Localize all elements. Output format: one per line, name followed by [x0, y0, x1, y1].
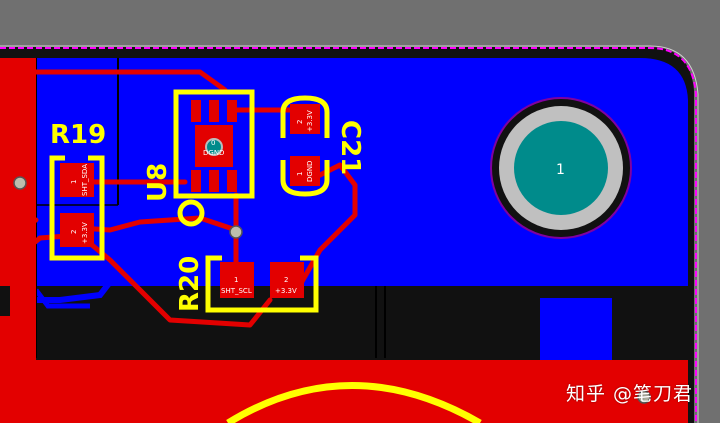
watermark: 知乎 @笔刀君 [566, 383, 694, 405]
r19-pad-1-net: SHT_SDA [81, 164, 89, 196]
c21-pad-2-net: +3.3V [306, 110, 314, 132]
resistor-r19[interactable]: R19 1 SHT_SDA 2 +3.3V [49, 120, 106, 261]
r20-designator: R20 [175, 256, 205, 312]
bottom-copper-trace [34, 288, 90, 309]
mounting-hole-drill[interactable] [514, 121, 608, 215]
r20-silk-outline [205, 255, 319, 313]
c21-pad-2-number: 2 [296, 120, 304, 124]
via[interactable] [13, 176, 27, 190]
c21-pad-2[interactable] [290, 104, 320, 134]
ic-u8[interactable]: U8 0 DGND [143, 89, 255, 227]
u8-pad-bottom-2[interactable] [209, 170, 219, 192]
top-copper-left-notch [0, 286, 10, 316]
board-edge-white [0, 45, 699, 423]
u8-thermal-via[interactable] [205, 138, 223, 156]
via[interactable] [637, 390, 651, 404]
c21-pad-1-net: DGND [306, 161, 314, 182]
c21-designator: C21 [335, 120, 365, 175]
bottom-copper-block [540, 298, 612, 360]
r19-pad-2[interactable] [60, 213, 94, 247]
u8-pad-top-1[interactable] [191, 100, 201, 122]
u8-pad-bottom-1[interactable] [191, 170, 201, 192]
r19-pad-2-number: 2 [70, 230, 78, 234]
silkscreen-arc [226, 382, 482, 423]
resistor-r20[interactable]: R20 1 SHT_SCL 2 +3.3V [175, 255, 319, 313]
u8-pad-top-2[interactable] [209, 100, 219, 122]
mounting-hole-number: 1 [556, 162, 565, 178]
r19-pad-1[interactable] [60, 163, 94, 197]
u8-designator: U8 [143, 163, 173, 202]
r20-pad-2-net: +3.3V [275, 287, 297, 295]
u8-silk-outline [173, 89, 255, 199]
c21-silk-bottom [280, 160, 330, 197]
via[interactable] [229, 225, 243, 239]
c21-pad-1-number: 1 [296, 172, 304, 176]
r20-pad-2-number: 2 [284, 276, 288, 284]
r20-pad-1[interactable] [220, 262, 254, 298]
u8-pad-0-net: DGND [203, 149, 224, 157]
top-copper-left-strip [0, 58, 36, 423]
mounting-hole[interactable]: 1 [490, 97, 632, 239]
c21-silk-top [280, 95, 330, 138]
u8-pad-0-number: 0 [211, 139, 215, 147]
board-outline [0, 47, 697, 423]
u8-pad-top-3[interactable] [227, 100, 237, 122]
r19-silk-outline [49, 155, 105, 261]
r20-pad-1-number: 1 [234, 276, 238, 284]
r19-pad-2-net: +3.3V [81, 222, 89, 244]
capacitor-c21[interactable]: 2 +3.3V 1 DGND C21 [280, 95, 365, 197]
r19-pad-1-number: 1 [70, 180, 78, 184]
r20-pad-2[interactable] [270, 262, 304, 298]
r20-pad-1-net: SHT_SCL [221, 287, 252, 295]
u8-pin1-marker [177, 199, 205, 227]
c21-pad-1[interactable] [290, 156, 320, 186]
top-copper-bottom-pour [36, 360, 688, 423]
r19-designator: R19 [50, 120, 106, 150]
u8-pad-bottom-3[interactable] [227, 170, 237, 192]
